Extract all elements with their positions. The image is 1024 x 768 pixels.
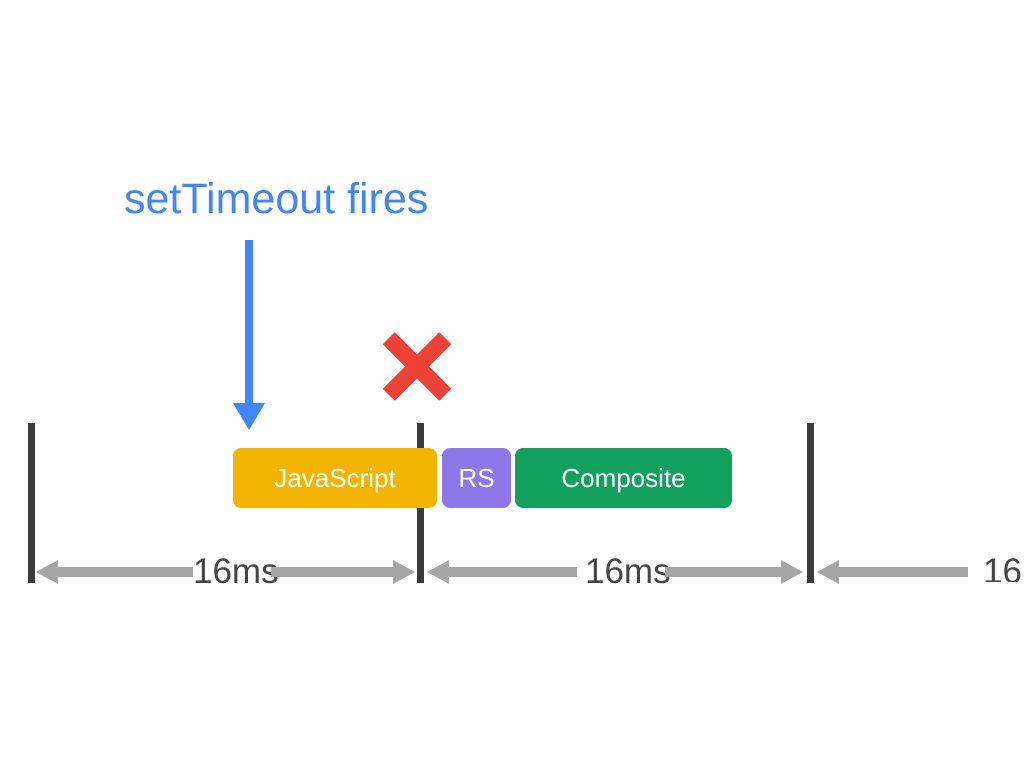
measure-shaft: [271, 567, 395, 577]
task-block-rs: RS: [442, 448, 511, 508]
frame-boundary-bar-3: [807, 423, 814, 583]
measure-arrowhead-left-3: [817, 560, 839, 584]
measure-shaft: [665, 567, 781, 577]
task-block-javascript: JavaScript: [233, 448, 437, 508]
missed-frame-cross-icon: [382, 332, 452, 401]
frame-duration-label-3: 16: [983, 555, 1022, 582]
settimeout-arrow-shaft: [245, 240, 253, 404]
measure-arrowhead-right-1: [393, 560, 415, 584]
measure-shaft: [839, 567, 968, 577]
measure-shaft: [58, 567, 193, 577]
frame-boundary-bar-1: [28, 423, 35, 583]
settimeout-fires-label: setTimeout fires: [124, 175, 429, 223]
frame-duration-label-1: 16ms: [193, 552, 279, 591]
measure-arrowhead-right-2: [781, 560, 803, 584]
measure-arrowhead-left-2: [427, 560, 449, 584]
settimeout-arrow-head: [233, 403, 265, 430]
task-block-composite: Composite: [515, 448, 732, 508]
measure-arrowhead-left-1: [36, 560, 58, 584]
frame-duration-label-2: 16ms: [585, 552, 671, 591]
frame-duration-label-3-clip: 16: [983, 555, 1024, 582]
measure-shaft: [449, 567, 577, 577]
